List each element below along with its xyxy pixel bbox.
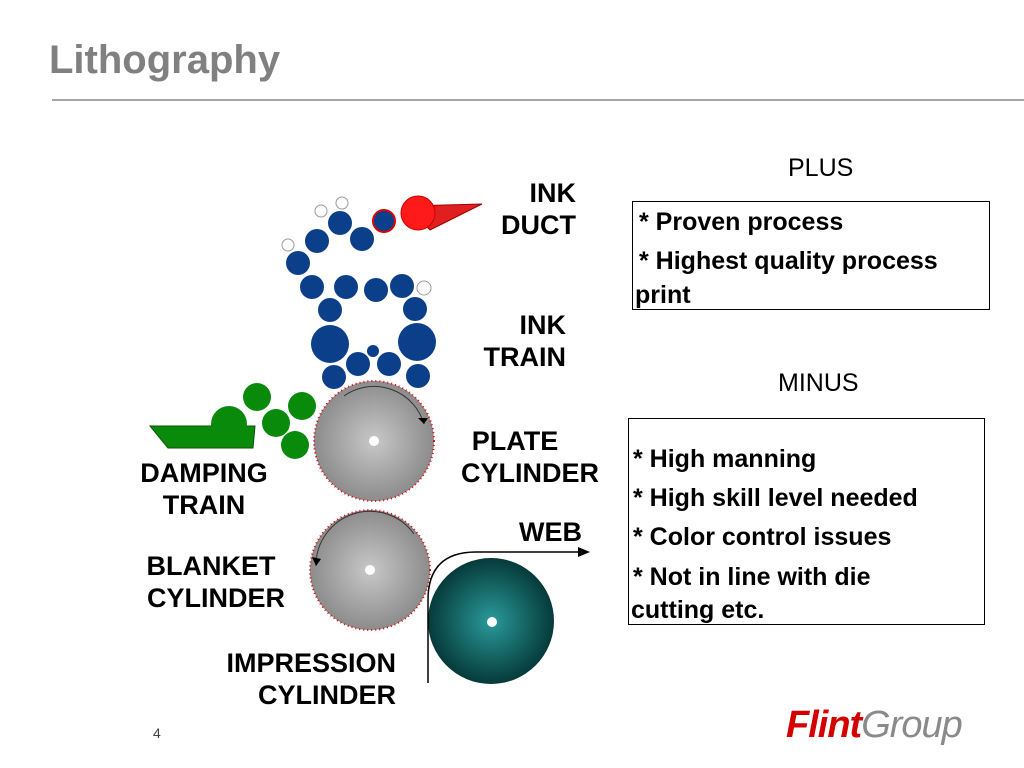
ink-roller xyxy=(403,297,427,321)
plate-cylinder-axis xyxy=(369,436,379,446)
impression-cylinder-axis xyxy=(487,617,497,627)
minus-item: * High manning xyxy=(633,445,817,473)
ink-roller xyxy=(364,278,388,302)
page-number: 4 xyxy=(153,725,161,741)
blanket-cylinder-axis xyxy=(365,565,375,575)
rotation-arrowhead xyxy=(418,418,428,424)
minus-heading: MINUS xyxy=(778,369,859,397)
minus-box: * High manning * High skill level needed… xyxy=(628,418,985,625)
plus-item: * Proven process xyxy=(639,208,844,236)
ink-train-label: INK TRAIN xyxy=(483,310,567,372)
ink-roller xyxy=(350,227,374,251)
damping-roller xyxy=(288,392,316,420)
ink-duct-label: INK DUCT xyxy=(501,178,576,240)
plus-item: * Highest quality process xyxy=(639,247,938,275)
ink-roller xyxy=(406,364,430,388)
rotation-arrow xyxy=(315,510,415,567)
blanket-cylinder xyxy=(309,509,431,631)
ink-duct xyxy=(372,195,483,233)
plate-cylinder-label: PLATE CYLINDER xyxy=(460,426,599,488)
slide-title: Lithography xyxy=(49,38,281,82)
title-divider xyxy=(52,99,1024,101)
ink-roller xyxy=(390,274,414,298)
rotation-arrowhead xyxy=(312,557,321,566)
damping-roller xyxy=(262,409,290,437)
impression-cylinder-label: IMPRESSION CYLINDER xyxy=(226,648,396,710)
ink-train xyxy=(281,196,436,389)
idle-roller xyxy=(314,204,328,218)
minus-item: cutting etc. xyxy=(631,596,765,624)
ink-roller xyxy=(286,251,310,275)
ink-roller xyxy=(328,211,352,235)
ink-roller xyxy=(377,352,401,376)
ink-form-roller xyxy=(311,325,349,363)
damping-train-label: DAMPING TRAIN xyxy=(140,458,268,520)
ink-roller xyxy=(334,275,358,299)
ductor-roller xyxy=(372,209,396,233)
ink-roller xyxy=(346,352,370,376)
ink-roller-small xyxy=(367,345,379,357)
damping-roller xyxy=(243,383,271,411)
idle-roller xyxy=(335,196,349,210)
ink-roller xyxy=(322,365,346,389)
flint-group-logo: FlintGroup xyxy=(786,704,963,746)
damping-train xyxy=(148,383,316,459)
fountain-roller xyxy=(400,195,436,231)
web-path xyxy=(427,547,590,683)
plus-item: print xyxy=(635,281,691,309)
ink-form-roller xyxy=(398,323,436,361)
ink-roller xyxy=(300,275,324,299)
damping-roller xyxy=(211,406,247,442)
idle-roller xyxy=(281,238,295,252)
web-label: WEB xyxy=(519,517,582,547)
minus-item: * High skill level needed xyxy=(633,484,918,512)
ink-roller xyxy=(318,298,342,322)
rotation-arrow xyxy=(343,386,425,425)
idle-roller xyxy=(416,280,432,296)
plate-cylinder xyxy=(313,380,435,502)
minus-item: * Color control issues xyxy=(633,523,892,551)
plus-box: * Proven process * Highest quality proce… xyxy=(632,201,990,310)
ink-roller xyxy=(305,229,329,253)
web-arrowhead xyxy=(578,547,590,557)
damping-roller xyxy=(281,431,309,459)
minus-item: * Not in line with die xyxy=(633,563,871,591)
blanket-cylinder-label: BLANKET CYLINDER xyxy=(146,551,286,613)
plus-heading: PLUS xyxy=(788,154,854,182)
impression-cylinder xyxy=(428,558,554,684)
